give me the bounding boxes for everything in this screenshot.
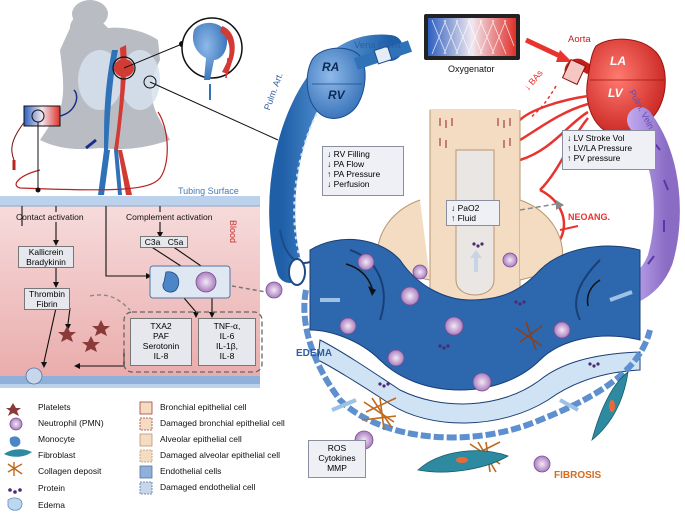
ros-box: ROS Cytokines MMP (308, 440, 366, 478)
edema-label: EDEMA (296, 348, 333, 359)
ra-label: RA (322, 60, 340, 74)
legend-damaged-bronchial: Damaged bronchial epithelial cell (160, 418, 285, 428)
endothelium-row (0, 367, 260, 385)
ros-item-1: ROS (327, 443, 347, 453)
kallicrein-text: Kallicrein (28, 247, 64, 257)
legend-bronchial-icon (139, 401, 153, 415)
protein-dots (378, 242, 600, 388)
mediator-right-2: IL-6 (219, 331, 235, 341)
c3a-text: C3a (144, 237, 161, 247)
ros-item-3: MMP (327, 463, 347, 473)
legend-fibroblast: Fibroblast (38, 450, 76, 460)
mediator-left-1: TXA2 (150, 321, 172, 331)
aorta-label: Aorta (568, 34, 591, 45)
mediator-left-2: PAF (153, 331, 169, 341)
rv-effect-3: ↑ PA Pressure (327, 169, 381, 179)
neoang-label: NEOANG. (568, 212, 611, 222)
right-heart (306, 47, 366, 119)
lv-effect-1: ↓ LV Stroke Vol (567, 133, 625, 143)
legend-damaged-bronchial-icon (139, 417, 153, 431)
legend-platelet-icon (6, 403, 21, 416)
pao2-effect-1: ↓ PaO2 (451, 203, 480, 213)
pao2-box: ↓ PaO2 ↑ Fluid (446, 200, 500, 226)
legend-damaged-endothelial-icon (139, 481, 153, 495)
fibrosis-label: FIBROSIS (554, 470, 602, 481)
legend-endothelial-icon (139, 465, 153, 479)
la-label: LA (610, 54, 626, 68)
legend-edema: Edema (38, 500, 65, 510)
mediator-right-3: IL-1β, (216, 341, 238, 351)
ros-item-2: Cytokines (318, 453, 356, 463)
bradykinin-text: Bradykinin (26, 257, 66, 267)
legend-damaged-alveolar-icon (139, 449, 153, 463)
rv-effect-2: ↓ PA Flow (327, 159, 365, 169)
blood-cells (149, 265, 267, 299)
vena-cava-label: Vena Cava (354, 40, 401, 51)
vena-cava-connector (353, 40, 413, 70)
legend-alveolar-icon (139, 433, 153, 447)
tubing-surface-label: Tubing Surface (178, 186, 239, 196)
mediator-left-4: IL-8 (153, 351, 169, 361)
rv-label: RV (328, 88, 345, 102)
legend-protein-icon (8, 488, 22, 494)
c5a-text: C5a (167, 237, 184, 247)
legend-bronchial: Bronchial epithelial cell (160, 402, 247, 412)
lv-label: LV (608, 86, 623, 100)
fibrin-text: Fibrin (36, 299, 58, 309)
legend-platelets: Platelets (38, 402, 71, 412)
legend-neutrophil-icon (9, 417, 23, 431)
rv-effect-1: ↓ RV Filling (327, 149, 370, 159)
mediator-right-1: TNF-α, (213, 321, 241, 331)
mediators-right-box: TNF-α, IL-6 IL-1β, IL-8 (198, 318, 256, 366)
legend-icons (4, 401, 153, 511)
dashed-link (89, 294, 131, 311)
complement-box: C3a C5a (140, 236, 188, 248)
oxygenator (424, 14, 572, 62)
neutrophil-cells (265, 252, 571, 473)
rv-effect-4: ↓ Perfusion (327, 179, 370, 189)
lv-effect-3: ↑ PV pressure (567, 153, 621, 163)
pao2-effect-2: ↑ Fluid (451, 213, 477, 223)
legend-edema-icon (7, 497, 23, 511)
platelets (58, 320, 110, 352)
thrombin-box: Thrombin Fibrin (24, 288, 70, 310)
legend-monocyte: Monocyte (38, 434, 75, 444)
legend-alveolar: Alveolar epithelial cell (160, 434, 242, 444)
complement-activation-label: Complement activation (126, 212, 213, 222)
mediator-left-3: Serotonin (142, 341, 180, 351)
thrombin-text: Thrombin (29, 289, 65, 299)
fibroblast-cells (417, 371, 629, 473)
legend-damaged-endothelial: Damaged endothelial cell (160, 482, 256, 492)
torso-figure (11, 0, 279, 195)
mediator-right-4: IL-8 (219, 351, 235, 361)
legend-collagen-icon (7, 462, 23, 476)
legend-protein: Protein (38, 483, 65, 493)
legend-endothelial: Endothelial cells (160, 466, 222, 476)
kallicrein-box: Kallicrein Bradykinin (18, 246, 74, 268)
mediators-left-box: TXA2 PAF Serotonin IL-8 (130, 318, 192, 366)
legend-fibroblast-icon (4, 449, 32, 457)
oxygenator-label: Oxygenator (448, 64, 495, 74)
blood-label: Blood (228, 220, 238, 244)
legend-collagen: Collagen deposit (38, 466, 102, 476)
lv-effect-2: ↑ LV/LA Pressure (567, 143, 633, 153)
legend-damaged-alveolar: Damaged alveolar epithelial cell (160, 450, 281, 460)
legend-monocyte-icon (9, 436, 21, 447)
legend-neutrophil: Neutrophil (PMN) (38, 418, 104, 428)
lv-effects-box: ↓ LV Stroke Vol ↑ LV/LA Pressure ↑ PV pr… (562, 130, 656, 170)
contact-activation-label: Contact activation (16, 212, 84, 222)
mediator-group-box (123, 311, 263, 373)
cascade-arrowheads (41, 232, 215, 369)
rv-effects-box: ↓ RV Filling ↓ PA Flow ↑ PA Pressure ↓ P… (322, 146, 404, 196)
